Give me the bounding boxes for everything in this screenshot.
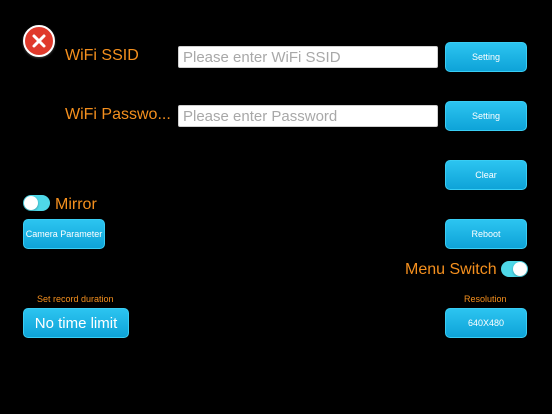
resolution-button[interactable]: 640X480 — [445, 308, 527, 338]
password-setting-button[interactable]: Setting — [445, 101, 527, 131]
menu-switch-toggle-knob — [513, 262, 527, 276]
mirror-toggle-knob — [24, 196, 38, 210]
menu-switch-label: Menu Switch — [405, 261, 497, 278]
record-duration-button[interactable]: No time limit — [23, 308, 129, 338]
mirror-label: Mirror — [55, 196, 97, 213]
clear-button[interactable]: Clear — [445, 160, 527, 190]
close-icon — [32, 34, 46, 48]
resolution-label: Resolution — [464, 294, 507, 304]
record-duration-label: Set record duration — [37, 294, 114, 304]
close-button[interactable] — [23, 25, 55, 57]
wifi-password-input[interactable] — [178, 105, 438, 127]
wifi-ssid-label: WiFi SSID — [65, 47, 139, 64]
wifi-password-label: WiFi Passwo... — [65, 106, 171, 123]
reboot-button[interactable]: Reboot — [445, 219, 527, 249]
ssid-setting-button[interactable]: Setting — [445, 42, 527, 72]
wifi-ssid-input[interactable] — [178, 46, 438, 68]
camera-parameter-button[interactable]: Camera Parameter — [23, 219, 105, 249]
mirror-toggle[interactable] — [23, 195, 50, 211]
menu-switch-toggle[interactable] — [501, 261, 528, 277]
